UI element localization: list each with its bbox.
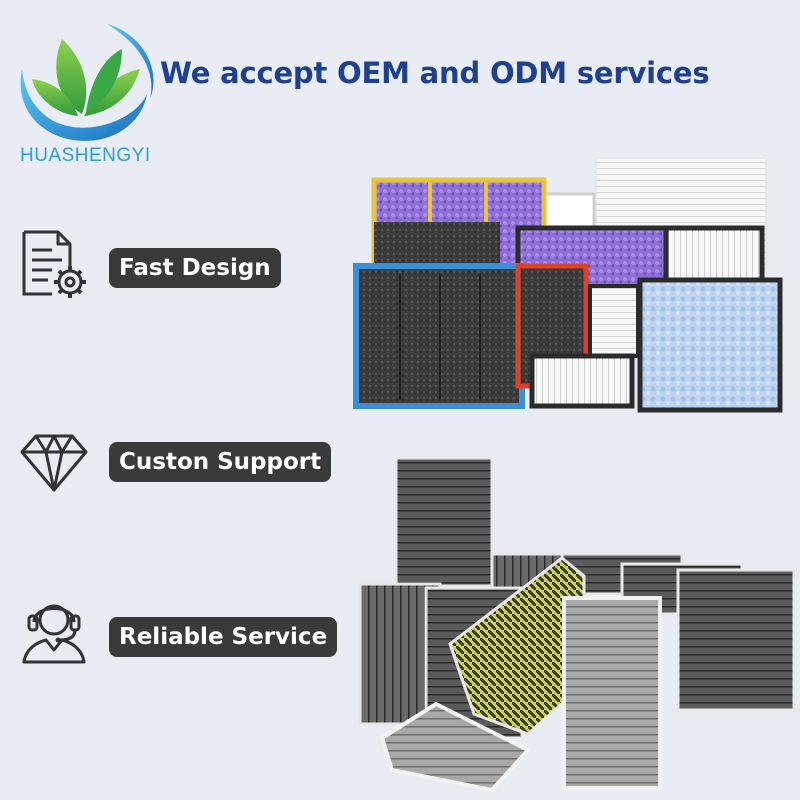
diamond-icon bbox=[20, 434, 88, 492]
brand-name: HUASHENGYI bbox=[20, 145, 151, 166]
headset-agent-icon bbox=[22, 604, 86, 664]
brand-logo bbox=[12, 14, 172, 184]
feature-reliable-service: Reliable Service bbox=[109, 617, 338, 657]
page-title: We accept OEM and ODM services bbox=[160, 56, 710, 90]
document-gear-icon bbox=[22, 230, 86, 298]
assorted-air-purifier-filters-icon bbox=[353, 157, 783, 413]
car-cabin-air-filters-icon bbox=[358, 456, 796, 793]
green-leaves-blue-swoosh-logo bbox=[20, 24, 154, 141]
feature-custon-support: Custon Support bbox=[109, 442, 332, 482]
feature-fast-design: Fast Design bbox=[109, 248, 281, 288]
